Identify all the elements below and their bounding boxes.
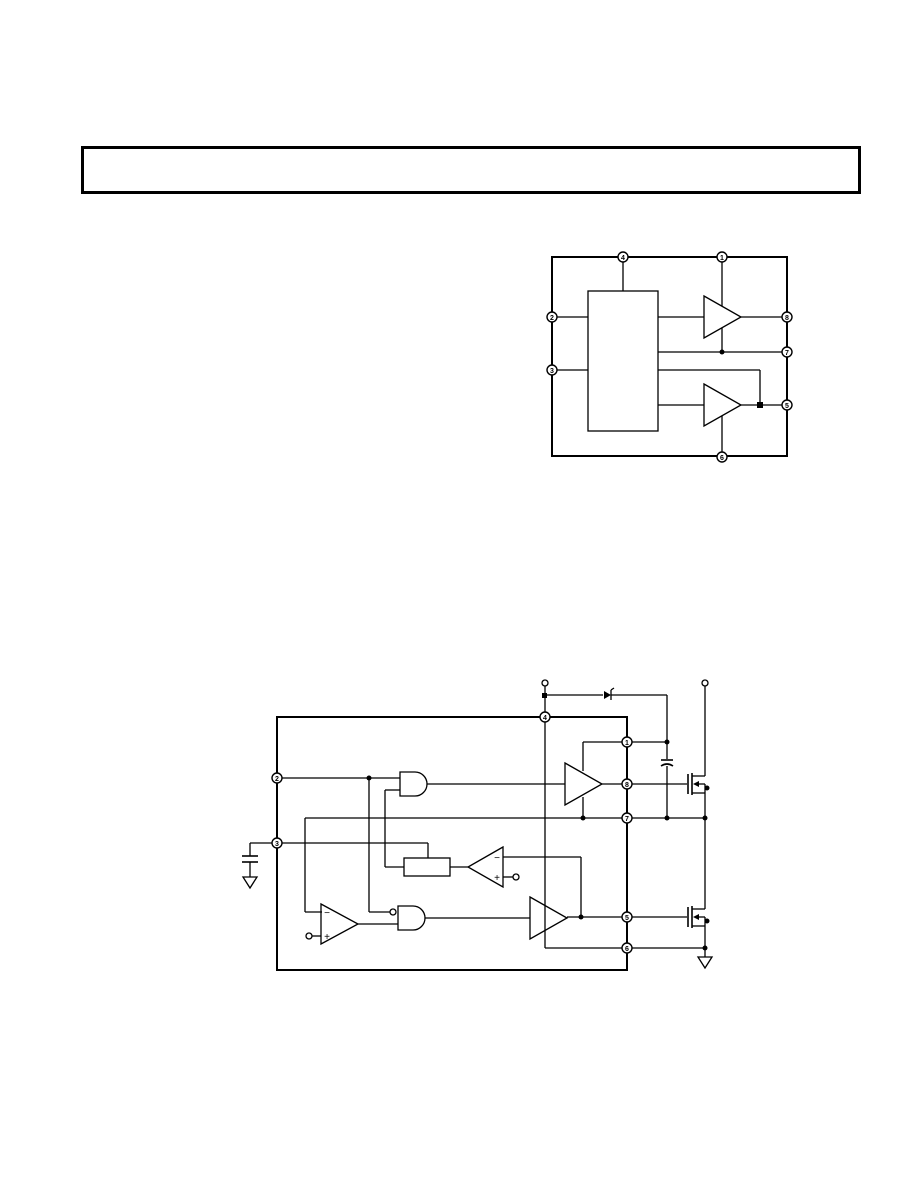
circuit-pin-2: 2 (271, 772, 283, 784)
svg-text:1: 1 (720, 255, 724, 262)
upper-and-gate (399, 771, 428, 797)
svg-text:8: 8 (785, 315, 789, 322)
circuit-pin-5: 5 (621, 911, 633, 923)
block-pin-5: 5 (781, 399, 793, 411)
svg-text:7: 7 (785, 350, 789, 357)
block-pin-1: 1 (716, 251, 728, 263)
block-pin-7: 7 (781, 346, 793, 358)
svg-text:4: 4 (621, 255, 625, 262)
svg-text:2: 2 (275, 776, 279, 783)
header-box (81, 146, 861, 194)
high-side-driver (564, 761, 604, 807)
high-side-mosfet (687, 773, 706, 795)
svg-text:2: 2 (550, 315, 554, 322)
delay-block (403, 857, 451, 877)
bootstrap-diode (604, 687, 615, 700)
circuit-pin-8: 8 (621, 778, 633, 790)
block-pin-8: 8 (781, 311, 793, 323)
svg-text:−: − (324, 908, 330, 919)
low-side-driver (529, 895, 569, 941)
block-pin-3: 3 (546, 364, 558, 376)
timing-capacitor (241, 843, 259, 890)
block-pin-6: 6 (716, 451, 728, 463)
bootstrap-capacitor (660, 759, 674, 767)
block-diagram: 4 1 2 3 8 7 5 6 (546, 251, 793, 463)
svg-text:3: 3 (550, 368, 554, 375)
circuit-pin-7: 7 (621, 812, 633, 824)
upper-comparator (466, 845, 504, 889)
lower-and-gate (397, 905, 426, 931)
low-side-mosfet (687, 906, 706, 928)
application-circuit: − + − + (241, 679, 714, 971)
circuit-pin-4: 4 (539, 711, 551, 723)
block-logic-box (587, 290, 659, 432)
svg-text:−: − (494, 853, 500, 864)
ground-symbol (696, 956, 714, 970)
svg-text:+: + (494, 873, 500, 884)
circuit-pin-1: 1 (621, 736, 633, 748)
supply-terminal-left (541, 679, 549, 687)
svg-text:1: 1 (625, 740, 629, 747)
svg-text:+: + (324, 932, 330, 943)
circuit-pin-3: 3 (271, 837, 283, 849)
circuit-pin-6: 6 (621, 942, 633, 954)
svg-text:3: 3 (275, 841, 279, 848)
svg-text:6: 6 (625, 946, 629, 953)
svg-text:5: 5 (625, 915, 629, 922)
svg-text:7: 7 (625, 816, 629, 823)
block-pin-2: 2 (546, 311, 558, 323)
svg-text:4: 4 (543, 715, 547, 722)
block-package-outline (551, 256, 788, 457)
lower-comparator (320, 902, 360, 946)
svg-text:6: 6 (720, 455, 724, 462)
svg-text:5: 5 (785, 403, 789, 410)
block-pin-4: 4 (617, 251, 629, 263)
svg-text:8: 8 (625, 782, 629, 789)
supply-terminal-right (701, 679, 709, 687)
